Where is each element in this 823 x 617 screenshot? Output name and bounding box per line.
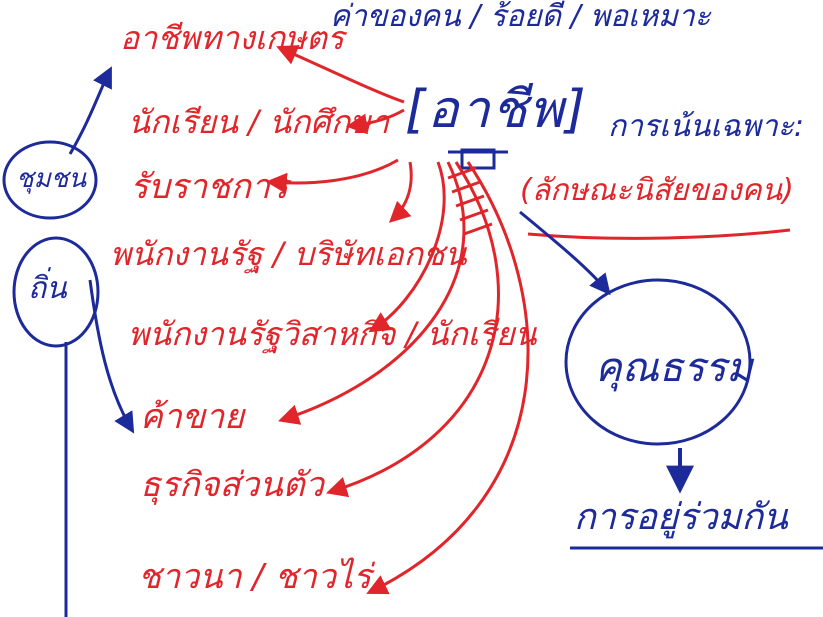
job-item: พนักงานรัฐวิสาหกิจ / นักเรียน: [128, 315, 537, 353]
job-item: ธุรกิจส่วนตัว: [140, 465, 324, 505]
left-top-label: ชุมชน: [16, 164, 87, 194]
right-circle: [564, 278, 752, 446]
diagram-title: ค่าของคน / ร้อยดี / พอเหมาะ: [330, 0, 711, 34]
note-underline: [527, 228, 791, 240]
arrow-job-1: [276, 45, 405, 104]
circle-label: คุณธรรม: [595, 345, 753, 391]
arrow-job-8: [366, 161, 530, 595]
left-top-circle: [2, 140, 98, 220]
arrow-job-7: [325, 161, 500, 498]
hatch-marks: [447, 166, 493, 236]
arrow-job-5: [368, 161, 446, 333]
left-bracket-bottom: [88, 279, 135, 434]
job-item: พนักงานรัฐ / บริษัทเอกชน: [110, 235, 467, 273]
arrow-job-6: [278, 161, 466, 425]
left-bottom-label: ถิ่น: [28, 271, 67, 306]
special-trait-label: การเน้นเฉพาะ:: [608, 109, 804, 144]
job-item: อาชีพทางเกษตร: [120, 19, 345, 57]
arrow-job-4: [388, 161, 413, 223]
left-bracket-top: [68, 66, 112, 155]
job-item: ค้าขาย: [140, 397, 245, 437]
bottom-right-label: การอยู่ร่วมกัน: [574, 497, 788, 538]
center-mark: [460, 148, 496, 170]
trait-note: (ลักษณะนิสัยของคน): [520, 173, 794, 208]
arrow-to-circle: [519, 210, 611, 296]
arrow-job-2: [345, 108, 405, 135]
job-item: ชาวนา / ชาวไร่: [138, 557, 372, 597]
job-item: รับราชการ: [130, 167, 289, 207]
arrow-job-3: [265, 158, 399, 194]
center-node-label: [อาชีพ]: [405, 80, 588, 140]
job-item: นักเรียน / นักศึกษา: [128, 103, 390, 141]
left-bottom-circle: [12, 236, 100, 348]
